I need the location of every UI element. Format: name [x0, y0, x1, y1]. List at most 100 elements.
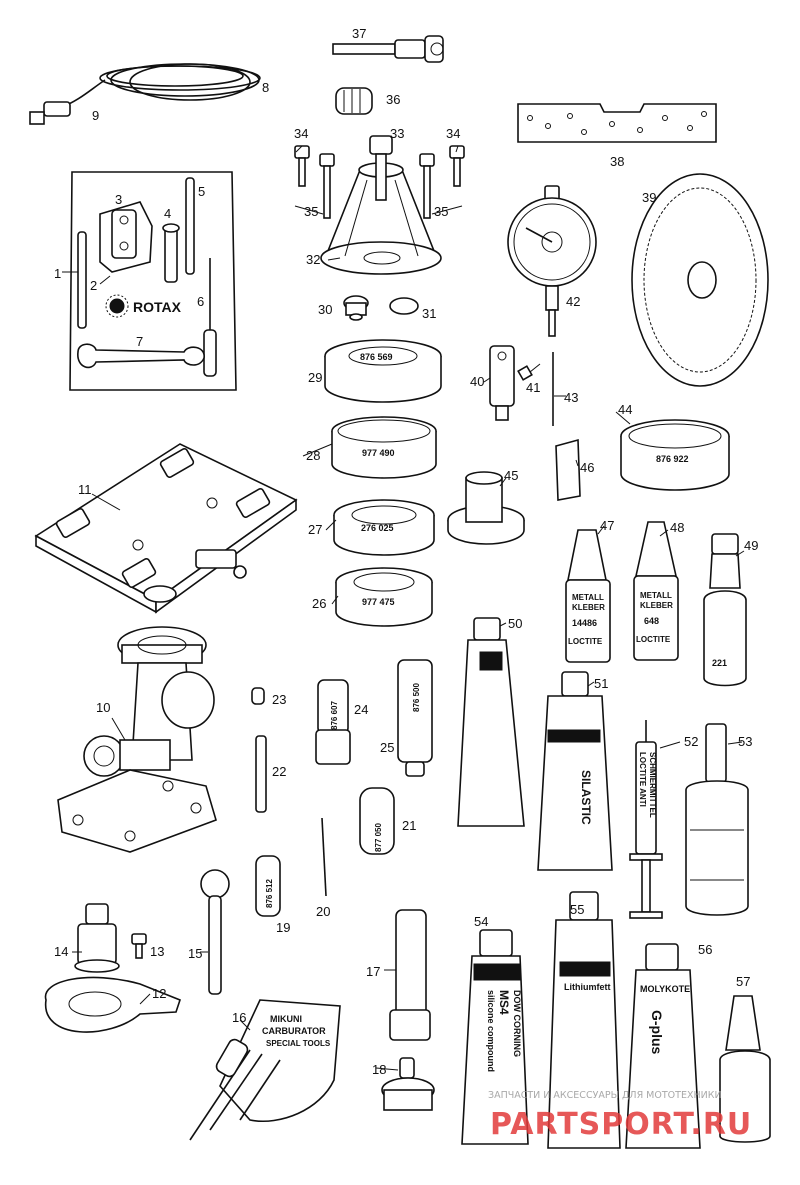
drift-24-label: 876 607: [330, 701, 339, 730]
callout-6: 6: [197, 294, 204, 309]
callout-34a: 34: [294, 126, 308, 141]
callout-39: 39: [642, 190, 656, 205]
part-12-plate: [44, 976, 181, 1033]
callout-45: 45: [504, 468, 518, 483]
part-48-bottle: METALL KLEBER 648 LOCTITE: [633, 521, 679, 661]
part-20-pin: [321, 817, 327, 897]
callout-3: 3: [115, 192, 122, 207]
part-54-tube: DOW CORNING MS4 silicone compound: [461, 929, 529, 1145]
tube-51-text: SILASTIC: [579, 770, 593, 825]
tube-54-text-3: silicone compound: [486, 990, 496, 1072]
bottle-48-text-1: METALL: [640, 591, 672, 600]
callout-53: 53: [738, 734, 752, 749]
part-53-bottle: [685, 723, 749, 916]
callout-17: 17: [366, 964, 380, 979]
callout-52: 52: [684, 734, 698, 749]
bottle-47-text-4: LOCTITE: [568, 637, 603, 646]
part-22-pin: [255, 735, 267, 813]
callout-5: 5: [198, 184, 205, 199]
callout-14: 14: [54, 944, 68, 959]
callout-15: 15: [188, 946, 202, 961]
callout-10: 10: [96, 700, 110, 715]
callout-54: 54: [474, 914, 488, 929]
tube-56-text-1: MOLYKOTE: [640, 984, 690, 994]
ring-28-label: 977 490: [362, 448, 395, 458]
part-28-ring: 977 490: [331, 416, 437, 479]
part-tool-board: ROTAX: [69, 171, 237, 391]
drift-25-label: 876 500: [412, 683, 421, 712]
drift-19-label: 876 512: [265, 879, 274, 908]
callout-50: 50: [508, 616, 522, 631]
part-26-ring: 977 475: [335, 567, 433, 627]
callout-26: 26: [312, 596, 326, 611]
part-16-carburetor-tool-set: MIKUNI CARBURATOR SPECIAL TOOLS: [189, 999, 341, 1141]
part-49-bottle: 221: [703, 533, 747, 687]
bottle-48-text-2: KLEBER: [640, 601, 673, 610]
bottle-47-text-1: METALL: [572, 593, 604, 602]
leader-lines: [62, 43, 745, 1071]
part-24-drift: 876 607: [315, 679, 351, 765]
callout-41: 41: [526, 380, 540, 395]
part-8-cable: [59, 63, 261, 109]
part-30-plug: [343, 295, 369, 321]
part-19-drift: 876 512: [255, 855, 281, 917]
part-35-bolts: [319, 153, 435, 219]
part-18-adapter: [381, 1057, 435, 1111]
part-45-mandrel: [447, 471, 525, 545]
part-23-pin: [251, 687, 265, 705]
callout-48: 48: [670, 520, 684, 535]
bottle-47-text-3: 14486: [572, 618, 597, 628]
part-36-sleeve: [335, 87, 373, 115]
part-50-tube: [457, 617, 525, 827]
part-47-bottle: METALL KLEBER 14486 LOCTITE: [565, 529, 611, 663]
callout-35b: 35: [434, 204, 448, 219]
callouts: 1 2 3 4 5 6 7 8 9 10 11 12 13 14 15 16 1…: [54, 26, 758, 1077]
part-33-bolt: [369, 135, 393, 201]
callout-46: 46: [580, 460, 594, 475]
callout-11: 11: [78, 482, 92, 497]
callout-29: 29: [308, 370, 322, 385]
watermark-caption: ЗАПЧАСТИ И АКСЕССУАРЫ ДЛЯ МОТОТЕХНИКИ: [488, 1090, 722, 1101]
callout-57: 57: [736, 974, 750, 989]
callout-28: 28: [306, 448, 320, 463]
callout-40: 40: [470, 374, 484, 389]
part-32-puller-body: [320, 162, 442, 275]
callout-7: 7: [136, 334, 143, 349]
callout-33: 33: [390, 126, 404, 141]
callout-19: 19: [276, 920, 290, 935]
callout-36: 36: [386, 92, 400, 107]
part-25-drift: 876 500: [397, 659, 433, 777]
part-52-syringe: LOCTITE ANTI SCHMIERMITTEL: [629, 720, 663, 919]
ring-29-label: 876 569: [360, 352, 393, 362]
callout-31: 31: [422, 306, 436, 321]
part-57-bottle: [719, 995, 771, 1143]
part-27-ring: 276 025: [333, 499, 435, 556]
ring-27-label: 276 025: [361, 523, 394, 533]
callout-1: 1: [54, 266, 61, 281]
callout-8: 8: [262, 80, 269, 95]
syringe-52-text-2: SCHMIERMITTEL: [648, 752, 657, 818]
part-55-tube: Lithiumfett: [547, 891, 621, 1149]
part-31-plug: [389, 297, 419, 315]
callout-43: 43: [564, 390, 578, 405]
callout-12: 12: [152, 986, 166, 1001]
callout-37: 37: [352, 26, 366, 41]
callout-30: 30: [318, 302, 332, 317]
tube-56-text-2: G-plus: [649, 1010, 665, 1055]
part-37-puller: [332, 35, 444, 63]
callout-18: 18: [372, 1062, 386, 1077]
syringe-52-text-1: LOCTITE ANTI: [638, 752, 647, 807]
ring-44-label: 876 922: [656, 454, 689, 464]
part-15-wrench: [200, 869, 230, 995]
part-13-screw: [131, 933, 147, 959]
callout-9: 9: [92, 108, 99, 123]
tube-55-text: Lithiumfett: [564, 982, 611, 992]
part-29-ring: 876 569: [324, 339, 442, 403]
part-44-ring: 876 922: [620, 419, 730, 491]
bottle-48-text-3: 648: [644, 616, 659, 626]
ring-26-label: 977 475: [362, 597, 395, 607]
callout-20: 20: [316, 904, 330, 919]
callout-42: 42: [566, 294, 580, 309]
